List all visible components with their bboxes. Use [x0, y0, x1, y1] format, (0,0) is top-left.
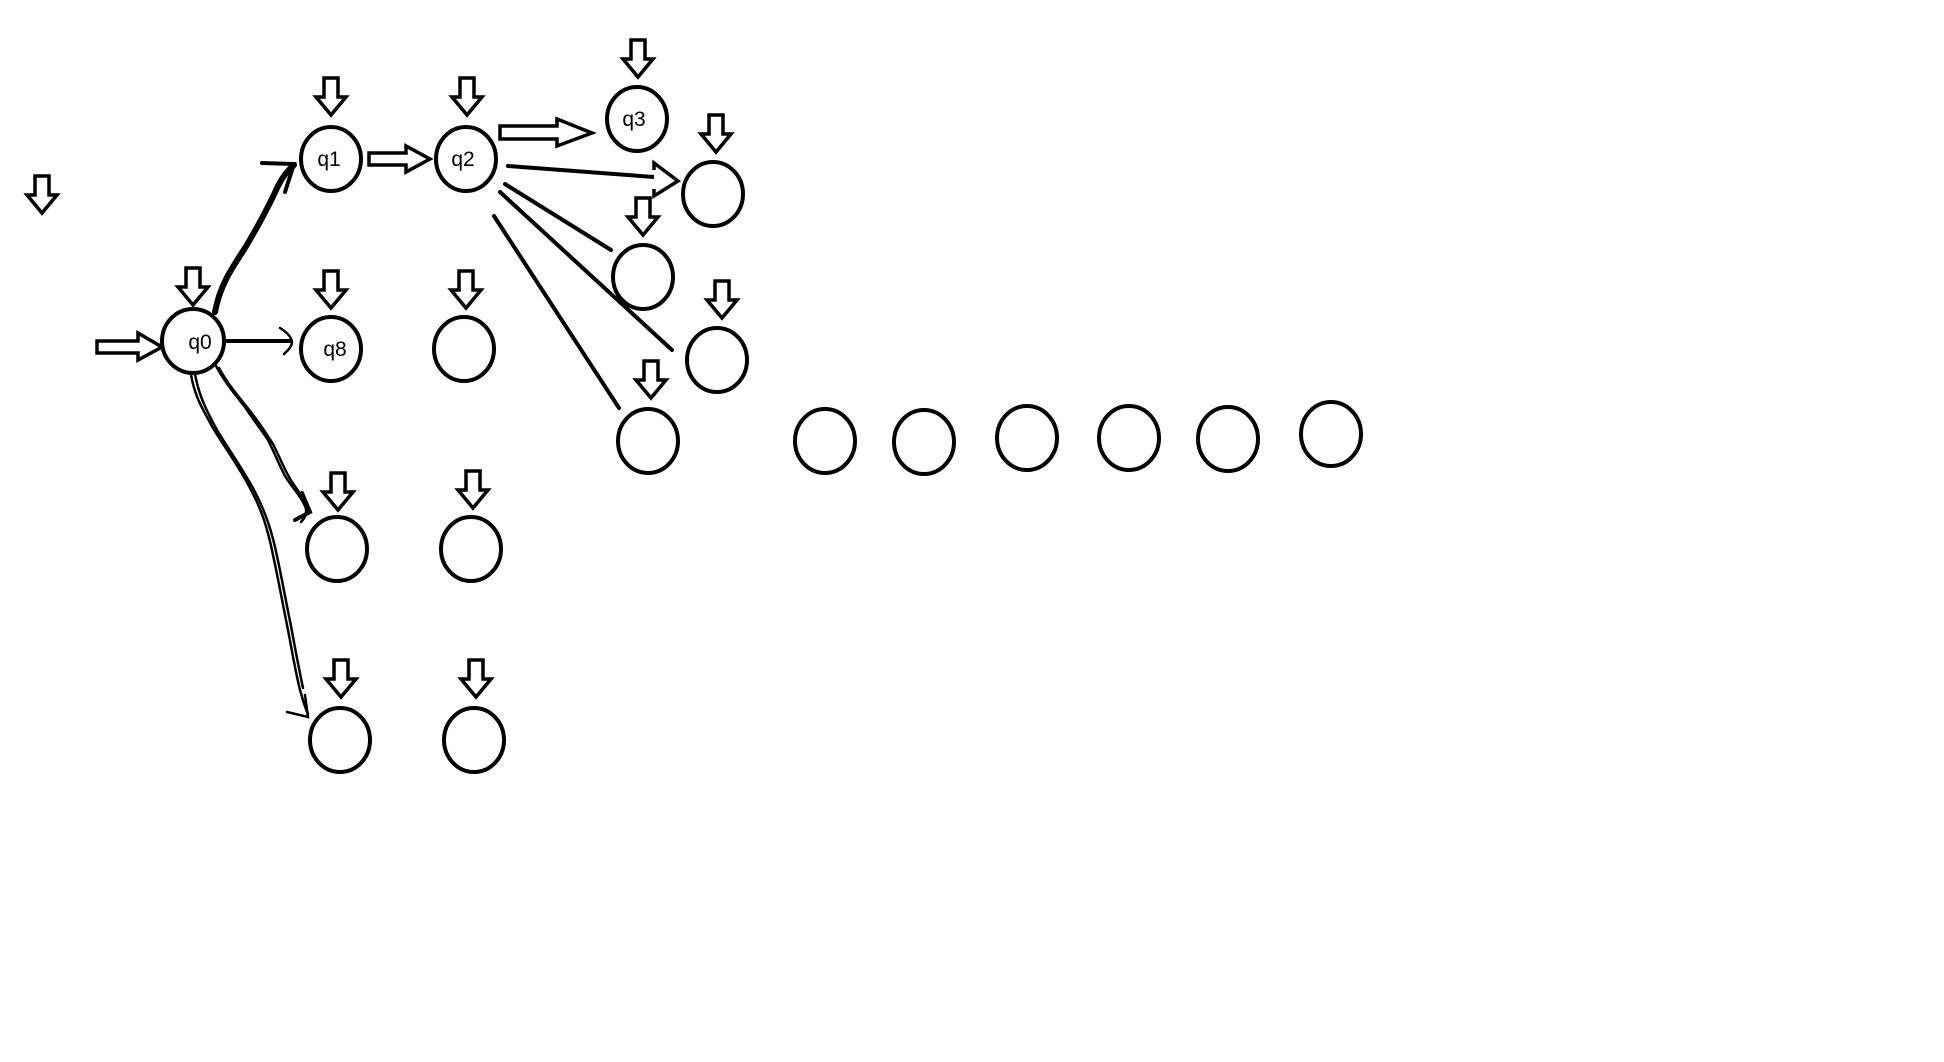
down-arrow-icon	[450, 76, 484, 117]
state-label-q3: q3	[622, 108, 645, 131]
state-unlabeled	[308, 706, 372, 774]
down-arrow-icon	[324, 658, 358, 699]
state-unlabeled	[1299, 400, 1363, 468]
state-label-q0: q0	[188, 331, 211, 354]
edge-q0-state-r4c1-b	[193, 372, 305, 690]
state-q0: q0	[160, 307, 226, 375]
edge-q1-q2	[367, 143, 434, 175]
state-unlabeled	[793, 407, 857, 475]
state-q3: q3	[605, 85, 669, 153]
edge-q0-state-r4c1-head	[285, 693, 310, 719]
state-label-q2: q2	[451, 148, 474, 171]
down-arrow-icon	[626, 196, 660, 237]
state-q2: q2	[434, 125, 498, 193]
down-arrow-icon	[449, 269, 483, 310]
down-arrow-icon	[25, 174, 59, 215]
edge-q0-state-r3c1-head	[293, 491, 313, 522]
edge-q2-state-r2c3	[503, 182, 613, 252]
state-label-q1: q1	[317, 148, 340, 171]
down-arrow-icon	[705, 279, 739, 320]
down-arrow-icon	[634, 359, 668, 400]
edge-q2-state-r3c3	[492, 214, 621, 410]
edge-q0-q1	[212, 162, 297, 315]
edge-q2-q3	[498, 116, 597, 149]
state-unlabeled	[892, 408, 956, 476]
down-arrow-icon	[314, 76, 348, 117]
edge-q0-state-r3c1	[213, 362, 308, 524]
state-unlabeled	[1196, 405, 1260, 473]
down-arrow-icon	[176, 266, 210, 307]
state-unlabeled	[1097, 404, 1161, 472]
down-arrow-icon	[314, 269, 348, 310]
state-unlabeled	[439, 515, 503, 583]
edge-q0-q1-head	[260, 161, 297, 194]
states: q0 q1 q2 q3 q8	[160, 85, 1363, 774]
down-arrow-icon	[621, 38, 655, 79]
initial-arrow	[95, 329, 166, 363]
state-unlabeled	[681, 160, 745, 228]
state-unlabeled	[685, 326, 749, 394]
state-unlabeled	[995, 404, 1059, 472]
edge-q0-state-r3c1-b	[217, 366, 310, 510]
state-unlabeled	[432, 315, 496, 383]
state-q8: q8	[299, 315, 363, 383]
down-arrow-icon	[459, 658, 493, 699]
edge-q2-state-r1c4	[506, 164, 656, 179]
down-arrow-icon	[699, 113, 733, 154]
edge-q0-q8-head	[278, 326, 294, 356]
edge-q2-state-r1c4-head	[652, 159, 682, 200]
down-arrow-icon	[321, 471, 355, 512]
edge-q2-state-r2c4	[498, 190, 674, 352]
state-unlabeled	[442, 706, 506, 774]
state-unlabeled	[305, 515, 369, 583]
state-q1: q1	[299, 125, 363, 193]
state-unlabeled	[616, 407, 680, 475]
edge-q0-state-r4c1	[189, 372, 310, 716]
down-arrow-icon	[456, 469, 490, 510]
state-unlabeled	[611, 243, 675, 311]
state-label-q8: q8	[323, 338, 346, 361]
edges	[95, 116, 682, 719]
